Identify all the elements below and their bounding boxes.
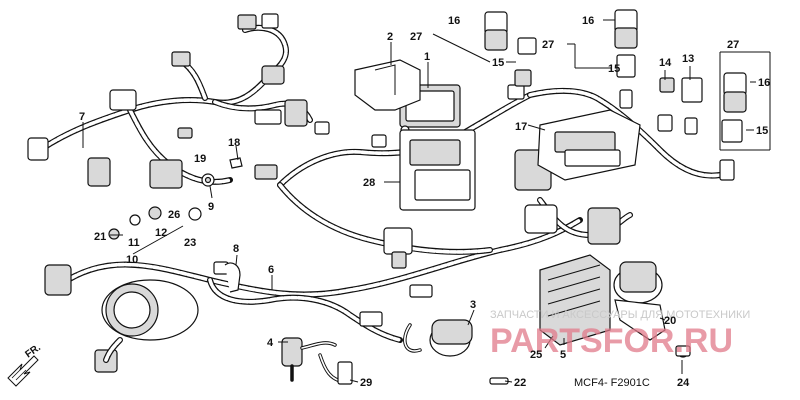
fuse-box-cover (354, 59, 421, 111)
callout-15-left: 15 (492, 57, 504, 69)
callout-23: 23 (184, 237, 196, 249)
regulator-rectifier (539, 254, 611, 346)
callout-21: 21 (94, 231, 106, 243)
callout-16-middle: 16 (582, 15, 594, 27)
sensor (318, 353, 353, 385)
spark-plug-cap (281, 337, 337, 382)
diagram-code: MCF4- F2901C (574, 377, 650, 389)
callout-15-right: 15 (756, 125, 768, 137)
callout-16-right: 16 (758, 77, 770, 89)
ecu-module (537, 109, 641, 181)
ignition-coil (403, 319, 473, 357)
callout-4: 4 (267, 337, 274, 349)
callout-3: 3 (470, 299, 476, 311)
watermark-tagline: ЗАПЧАСТИ И АКСЕССУАРЫ ДЛЯ МОТОТЕХНИКИ (490, 309, 750, 321)
callout-11: 11 (128, 237, 140, 249)
callout-16-left: 16 (448, 15, 460, 27)
callout-22: 22 (514, 377, 526, 389)
leader-lines (82, 19, 771, 383)
callout-13: 13 (682, 53, 694, 65)
front-direction-marker: FR. (7, 342, 43, 387)
callout-9: 9 (208, 201, 214, 213)
callout-2: 2 (387, 31, 393, 43)
callout-5: 5 (560, 349, 566, 361)
relay-group-middle (614, 9, 703, 103)
watermark-brand: PARTSFOR.RU (490, 322, 733, 360)
harness-clamp (224, 262, 241, 293)
main-wire-harness (57, 87, 723, 343)
callout-19: 19 (194, 153, 206, 165)
small-hardware (108, 157, 691, 385)
callout-26: 26 (168, 209, 180, 221)
ignition-unit (101, 279, 199, 363)
callout-29: 29 (360, 377, 372, 389)
callout-15-middle: 15 (608, 63, 620, 75)
front-label: FR. (23, 342, 43, 360)
relay-group-left (484, 11, 537, 87)
callout-6: 6 (268, 264, 274, 276)
callout-12: 12 (155, 227, 167, 239)
callout-27-left: 27 (410, 31, 422, 43)
front-arrow-icon (7, 355, 39, 387)
callout-7: 7 (79, 111, 85, 123)
control-unit (399, 129, 476, 211)
callout-10: 10 (126, 254, 138, 266)
callout-18: 18 (228, 137, 240, 149)
sub-harness (37, 24, 313, 185)
callout-24: 24 (677, 377, 690, 389)
callout-28: 28 (363, 177, 375, 189)
callout-8: 8 (233, 243, 239, 255)
callout-20: 20 (664, 315, 676, 327)
callout-17: 17 (515, 121, 527, 133)
callout-14: 14 (659, 57, 672, 69)
callout-27-middle: 27 (542, 39, 554, 51)
callout-1: 1 (424, 51, 430, 63)
callout-25: 25 (530, 349, 542, 361)
callout-27-right: 27 (727, 39, 739, 51)
relay-group-right (721, 72, 747, 143)
harness-connectors (27, 13, 735, 373)
